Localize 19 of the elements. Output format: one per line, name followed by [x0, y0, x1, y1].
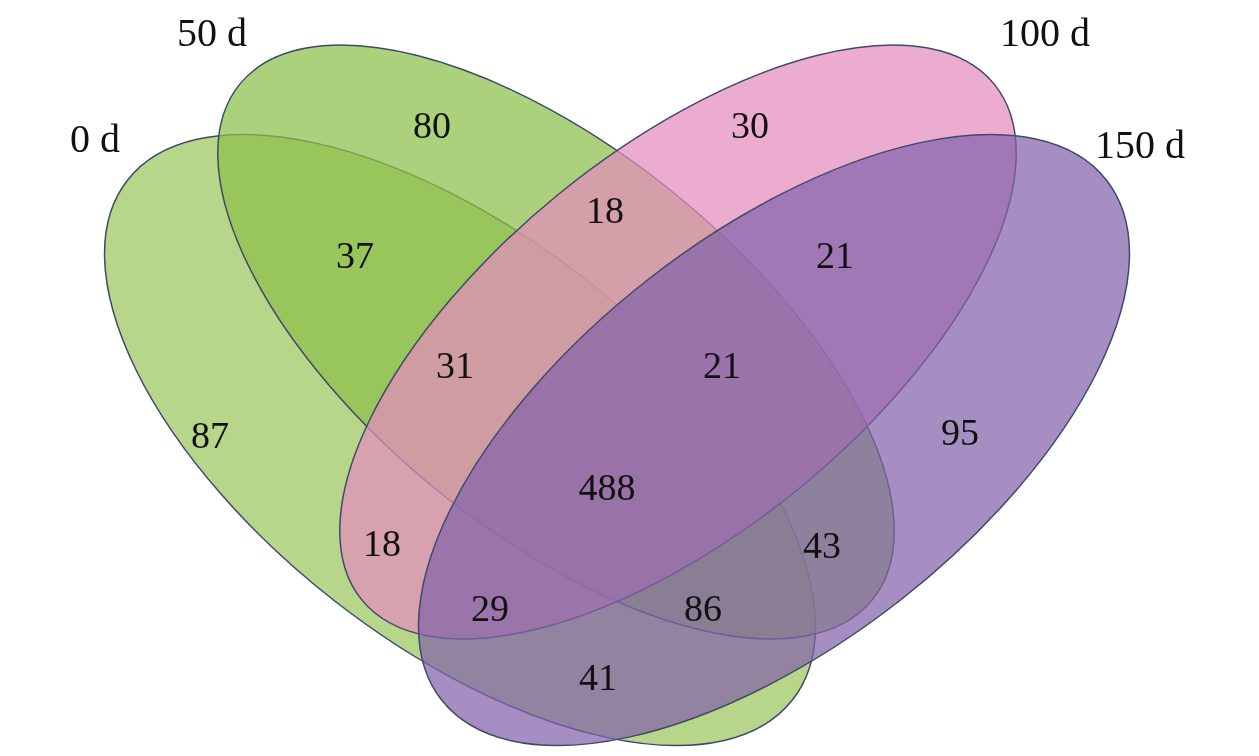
- set-label: 50 d: [177, 10, 247, 55]
- region-count: 21: [703, 344, 741, 386]
- region-count: 87: [191, 414, 229, 456]
- region-count: 41: [579, 656, 617, 698]
- region-count: 31: [436, 344, 474, 386]
- region-count: 95: [941, 411, 979, 453]
- set-label: 0 d: [70, 116, 120, 161]
- region-count: 30: [731, 104, 769, 146]
- region-count: 29: [471, 587, 509, 629]
- region-count: 86: [684, 587, 722, 629]
- set-label: 150 d: [1095, 122, 1185, 167]
- region-count: 43: [803, 524, 841, 566]
- region-count: 18: [363, 522, 401, 564]
- region-count: 488: [578, 466, 636, 508]
- set-label: 100 d: [1000, 10, 1090, 55]
- region-count: 37: [336, 234, 374, 276]
- region-count: 21: [816, 234, 854, 276]
- region-count: 80: [413, 104, 451, 146]
- region-count: 18: [586, 189, 624, 231]
